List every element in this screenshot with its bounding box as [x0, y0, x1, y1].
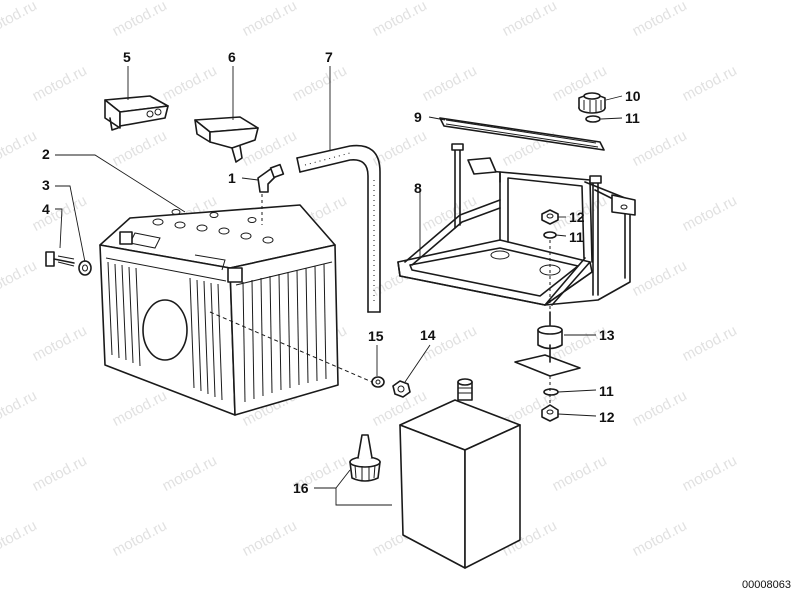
callout-11-top: 11: [625, 110, 640, 126]
washer-11-middle: [543, 231, 557, 239]
water-canister: [399, 378, 521, 569]
bolt-and-washer: [45, 251, 92, 276]
callout-4: 4: [42, 201, 50, 217]
filler-nozzle-16: [349, 434, 381, 482]
diagram-reference-number: 00008063: [742, 579, 791, 591]
battery-tray: [397, 143, 636, 306]
callout-8: 8: [414, 180, 422, 196]
callout-12-lower: 12: [599, 409, 615, 425]
callout-10: 10: [625, 88, 641, 104]
clamp-strap-9: [439, 117, 605, 151]
callout-15: 15: [368, 328, 384, 344]
callout-16: 16: [293, 480, 309, 496]
leader-lines: [55, 66, 623, 506]
nut-12-middle: [541, 209, 559, 225]
callout-3: 3: [42, 177, 50, 193]
callout-9: 9: [414, 109, 422, 125]
terminal-cover-6: [194, 116, 259, 163]
rubber-mount-13: [514, 311, 581, 377]
callout-12-middle: 12: [569, 209, 585, 225]
battery: [99, 204, 339, 416]
callout-6: 6: [228, 49, 236, 65]
knurled-nut-10: [578, 92, 606, 114]
nut-12-lower: [541, 404, 559, 422]
vent-elbow-1: [257, 163, 285, 225]
washer-11-lower: [543, 388, 559, 396]
callout-13: 13: [599, 327, 615, 343]
callout-2: 2: [42, 146, 50, 162]
washer-15: [371, 376, 385, 388]
callout-5: 5: [123, 49, 131, 65]
terminal-cover-5: [104, 95, 169, 131]
callout-1: 1: [228, 170, 236, 186]
callout-7: 7: [325, 49, 333, 65]
callout-14: 14: [420, 327, 436, 343]
washer-11-top: [585, 115, 601, 123]
nut-14: [392, 380, 411, 398]
callout-11-middle: 11: [569, 229, 584, 245]
vent-hose-7: [296, 144, 381, 313]
callout-11-lower: 11: [599, 383, 614, 399]
